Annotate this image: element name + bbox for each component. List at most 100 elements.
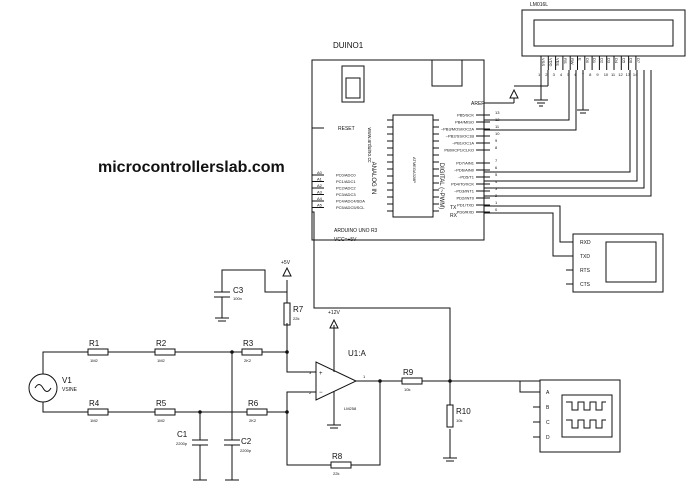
terminal-pins: RXD TXD RTS CTS — [566, 240, 591, 288]
rail-5v: +5V — [281, 260, 291, 266]
digital-pin-label: ~PD5/T1 — [458, 175, 475, 180]
rx-label: RX — [450, 213, 458, 219]
lcd-pin-label: VSS — [541, 58, 546, 66]
opamp-plus: + — [319, 371, 323, 377]
r3-ref: R3 — [243, 339, 254, 348]
power-arrow-lcd — [509, 88, 519, 99]
lcd-pin-number: 9 — [596, 72, 599, 77]
lcd-pin-number: 3 — [553, 72, 556, 77]
arduino-board: DUINO1 ATMEGA328P www.arduino.cc ANALOG … — [311, 41, 514, 243]
power-arrow-5v — [282, 266, 292, 277]
wire-d5 — [484, 70, 638, 182]
lcd-pin-label: RW — [570, 58, 575, 65]
lcd-pin-label: VDD — [548, 58, 553, 67]
lcd-pin-label: D4 — [614, 58, 619, 64]
r6-ref: R6 — [248, 399, 259, 408]
wire-scope-a — [519, 381, 533, 393]
r7-ref: R7 — [293, 305, 304, 314]
lcd-pin-label: RS — [563, 58, 568, 64]
opamp-minus: − — [319, 390, 323, 396]
lcd-name: LM016L — [530, 2, 548, 8]
lcd-pin-label: D6 — [629, 58, 634, 64]
r6-value: 2K2 — [249, 418, 257, 423]
c1-ref: C1 — [177, 430, 188, 439]
r5-ref: R5 — [156, 399, 167, 408]
analog-pin-label: PC5/ADC5/SCL — [336, 205, 365, 210]
analog-pin-label: PC2/ADC2 — [336, 186, 356, 191]
analog-pin-number: A3 — [317, 190, 323, 195]
terminal-screen — [605, 241, 657, 283]
digital-pin-number: 1 — [495, 200, 498, 205]
r5-value: 1M2 — [157, 418, 166, 423]
lcd-display: LM016L VSS1VDD2VEE3RS4RW5E6D07D18D29D310… — [521, 2, 686, 77]
aref-label: AREF — [471, 101, 484, 107]
wire-v1-bottom — [42, 402, 88, 413]
lcd-pin-number: 4 — [560, 72, 563, 77]
arduino-supply: VCC=+5V — [334, 237, 357, 243]
terminal-pin-label: TXD — [580, 254, 590, 260]
scope-pin-label: A — [546, 390, 550, 396]
r1-value: 1M2 — [90, 358, 99, 363]
terminal-pin-label: RXD — [580, 240, 591, 246]
digital-pin-number: 7 — [495, 158, 498, 163]
lcd-pins: VSS1VDD2VEE3RS4RW5E6D07D18D29D310D411D51… — [538, 56, 641, 77]
wire-tx — [484, 205, 573, 243]
analog-pin-number: A0 — [317, 170, 323, 175]
digital-pin-label: PD4/T0/XCK — [451, 182, 474, 187]
wire-noninv — [286, 352, 316, 373]
arduino-site: www.arduino.cc — [366, 127, 372, 163]
terminal-pin-label: CTS — [580, 282, 591, 288]
r4-value: 1M2 — [90, 418, 99, 423]
analog-pin-label: PC0/ADC0 — [336, 173, 356, 178]
analog-pin-number: A5 — [317, 203, 323, 208]
junction-r6 — [285, 410, 289, 414]
digital-pin-label: PB4/MISO — [455, 120, 474, 125]
scope-trace-b — [566, 419, 606, 429]
analog-pin-label: PC3/ADC3 — [336, 192, 356, 197]
digital-pin-number: 0 — [495, 207, 498, 212]
r7-value: 22k — [293, 316, 299, 321]
wire-d7 — [484, 70, 652, 197]
r3-value: 2K2 — [244, 358, 252, 363]
scope-outline — [539, 379, 621, 453]
v1-ref: V1 — [62, 376, 72, 385]
digital-pin-label: PB0/ICP1/CLKO — [444, 148, 474, 153]
power-jack — [431, 59, 463, 87]
digital-pin-label: PD7/AIN1 — [456, 161, 475, 166]
analog-pin-number: A2 — [317, 183, 323, 188]
lcd-pin-number: 2 — [545, 72, 548, 77]
lcd-pin-number: 10 — [604, 72, 609, 77]
watermark-text: microcontrollerslab.com — [98, 159, 285, 176]
r5-resistor — [154, 408, 176, 416]
usb-jack — [341, 65, 365, 103]
r8-resistor — [330, 461, 352, 469]
digital-pin-label: ~PD3/INT1 — [454, 189, 475, 194]
c2-ref: C2 — [241, 437, 252, 446]
r8-value: 22k — [333, 471, 339, 476]
r7-resistor — [283, 302, 291, 326]
lcd-pin-label: D0 — [585, 58, 590, 64]
pin-out: 1 — [363, 374, 366, 379]
r6-resistor — [246, 408, 268, 416]
arduino-name: DUINO1 — [333, 41, 364, 50]
digital-pin-number: 11 — [495, 124, 500, 129]
digital-title: DIGITAL (~PWM) — [438, 163, 444, 210]
wire-d4 — [484, 70, 631, 173]
scope-pin-label: D — [546, 435, 550, 441]
lcd-pin-label: D7 — [636, 58, 641, 64]
analog-pin-number: A1 — [317, 177, 323, 182]
c2-value: 2200p — [240, 448, 252, 453]
junction-c2 — [230, 350, 234, 354]
junction-c1 — [198, 410, 202, 414]
wire-inv — [286, 391, 316, 412]
lcd-outline — [521, 9, 686, 57]
virtual-terminal: RXD TXD RTS CTS — [566, 233, 664, 293]
sine-icon — [34, 384, 52, 392]
lcd-pin-label: D2 — [599, 58, 604, 64]
analog-pin-label: PC4/ADC4/SDA — [336, 199, 365, 204]
c3-ref: C3 — [233, 286, 244, 295]
terminal-pin-label: RTS — [580, 268, 591, 274]
digital-pin-number: 8 — [495, 145, 498, 150]
r2-value: 1M2 — [157, 358, 166, 363]
